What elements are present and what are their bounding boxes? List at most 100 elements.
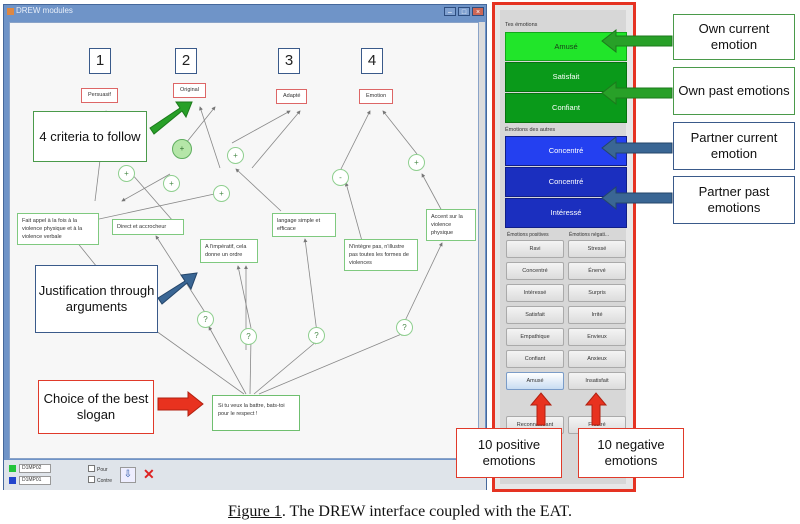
partner-past-emotion: Intéressé (505, 198, 627, 228)
criterion-number-3: 3 (278, 48, 300, 74)
title-bar: DREW modules – □ × (4, 5, 486, 19)
close-window-icon[interactable]: × (472, 7, 484, 16)
link-line (248, 337, 253, 395)
figure-label: Figure 1 (228, 503, 282, 520)
link-line (236, 265, 252, 329)
own-past-emotion: Satisfait (505, 62, 627, 92)
argument-node[interactable]: Direct et accrocheur (112, 219, 184, 235)
positive-emotion-button[interactable]: Amusé (506, 372, 564, 390)
negative-emotion-button[interactable]: Stressé (568, 240, 626, 258)
criterion-number-1: 1 (89, 48, 111, 74)
criterion-box-emotion[interactable]: Emotion (359, 89, 394, 104)
link-line (251, 110, 301, 169)
criterion-box-adapte[interactable]: Adapté (276, 89, 308, 104)
pour-checkbox[interactable]: Pour (88, 465, 108, 473)
send-icon[interactable]: ⇩ (120, 467, 136, 483)
user-field[interactable]: D1MP01 (19, 476, 51, 485)
link-line (144, 322, 245, 395)
link-line (208, 326, 247, 395)
color-swatch-green (9, 465, 16, 472)
link-line (339, 110, 371, 172)
window-title: DREW modules (16, 6, 73, 15)
link-line (303, 238, 318, 334)
callout-own-current: Own current emotion (673, 14, 795, 60)
partner-emotions-title: Émotions des autres (505, 127, 556, 133)
own-past-emotion: Confiant (505, 93, 627, 123)
own-current-emotion: Amusé (505, 32, 627, 61)
callout-negative: 10 negative emotions (578, 428, 684, 478)
link-plus-node[interactable]: + (118, 165, 135, 182)
link-line (258, 332, 405, 395)
link-line (253, 340, 318, 395)
callout-justification: Justification through arguments (35, 265, 158, 333)
link-line (185, 106, 216, 144)
minimize-icon[interactable]: – (444, 7, 456, 16)
callout-positive: 10 positive emotions (456, 428, 562, 478)
link-question-node[interactable]: ? (240, 328, 257, 345)
maximize-icon[interactable]: □ (458, 7, 470, 16)
link-question-node[interactable]: ? (308, 327, 325, 344)
callout-choice: Choice of the best slogan (38, 380, 154, 434)
link-line (75, 192, 220, 226)
link-plus-node[interactable]: + (172, 139, 192, 159)
eat-panel: Tes émotions Amusé Satisfait Confiant Ém… (492, 2, 636, 492)
positive-emotion-button[interactable]: Ravi (506, 240, 564, 258)
color-swatch-blue (9, 477, 16, 484)
negative-emotion-button[interactable]: Énervé (568, 262, 626, 280)
argument-node[interactable]: N'intègre pas, n'illustre pas toutes les… (344, 239, 418, 271)
link-line (130, 172, 174, 222)
partner-past-emotion: Concentré (505, 167, 627, 197)
positive-emotion-button[interactable]: Confiant (506, 350, 564, 368)
positive-emotion-button[interactable]: Satisfait (506, 306, 564, 324)
app-icon (7, 8, 14, 15)
bottom-toolbar: D1MP02 D1MP01 Pour Contre ⇩ ✕ (4, 460, 486, 490)
link-plus-node[interactable]: + (213, 185, 230, 202)
positive-emotion-button[interactable]: Concentré (506, 262, 564, 280)
positive-emotion-button[interactable]: Empathique (506, 328, 564, 346)
link-plus-node[interactable]: + (163, 175, 180, 192)
link-question-node[interactable]: ? (396, 319, 413, 336)
callout-partner-current: Partner current emotion (673, 122, 795, 170)
link-line (344, 182, 363, 242)
link-line (231, 110, 291, 144)
criterion-number-4: 4 (361, 48, 383, 74)
own-emotions-title: Tes émotions (505, 22, 538, 28)
contre-checkbox[interactable]: Contre (88, 476, 112, 484)
criterion-box-original[interactable]: Original (173, 83, 206, 98)
link-line (121, 173, 171, 202)
link-plus-node[interactable]: + (227, 147, 244, 164)
criterion-box-persuasif[interactable]: Persuasif (81, 88, 118, 103)
slogan-node[interactable]: Si tu veux la battre, bats-toi pour le r… (212, 395, 300, 431)
link-line (199, 106, 221, 169)
argument-node[interactable]: langage simple et efficace (272, 213, 336, 237)
negative-emotion-button[interactable]: Envieux (568, 328, 626, 346)
link-question-node[interactable]: ? (197, 311, 214, 328)
negative-column-header: Émotions négati... (569, 232, 610, 238)
argument-node[interactable]: Accent sur la violence physique (426, 209, 476, 241)
link-line (403, 242, 443, 324)
drew-window: DREW modules – □ × (3, 4, 487, 490)
figure-caption: Figure 1. The DREW interface coupled wit… (0, 503, 800, 521)
positive-emotion-button[interactable]: Intéressé (506, 284, 564, 302)
callout-own-past: Own past emotions (673, 67, 795, 115)
negative-emotion-button[interactable]: Insatisfait (568, 372, 626, 390)
criterion-number-2: 2 (175, 48, 197, 74)
vertical-scrollbar[interactable] (479, 22, 485, 459)
partner-current-emotion: Concentré (505, 136, 627, 166)
graph-links (75, 106, 450, 395)
negative-emotion-button[interactable]: Anxieux (568, 350, 626, 368)
link-line (235, 168, 282, 212)
caption-text: . The DREW interface coupled with the EA… (281, 503, 572, 520)
link-plus-node[interactable]: + (408, 154, 425, 171)
user-field[interactable]: D1MP02 (19, 464, 51, 473)
link-minus-node[interactable]: - (332, 169, 349, 186)
callout-criteria: 4 criteria to follow (33, 111, 147, 162)
argument-node[interactable]: A l'impératif, cela donne un ordre (200, 239, 258, 263)
link-line (382, 110, 418, 155)
negative-emotion-button[interactable]: Irrité (568, 306, 626, 324)
close-icon[interactable]: ✕ (143, 466, 155, 482)
negative-emotion-button[interactable]: Surpris (568, 284, 626, 302)
callout-partner-past: Partner past emotions (673, 176, 795, 224)
argument-node[interactable]: Fait appel à la fois à la violence physi… (17, 213, 99, 245)
